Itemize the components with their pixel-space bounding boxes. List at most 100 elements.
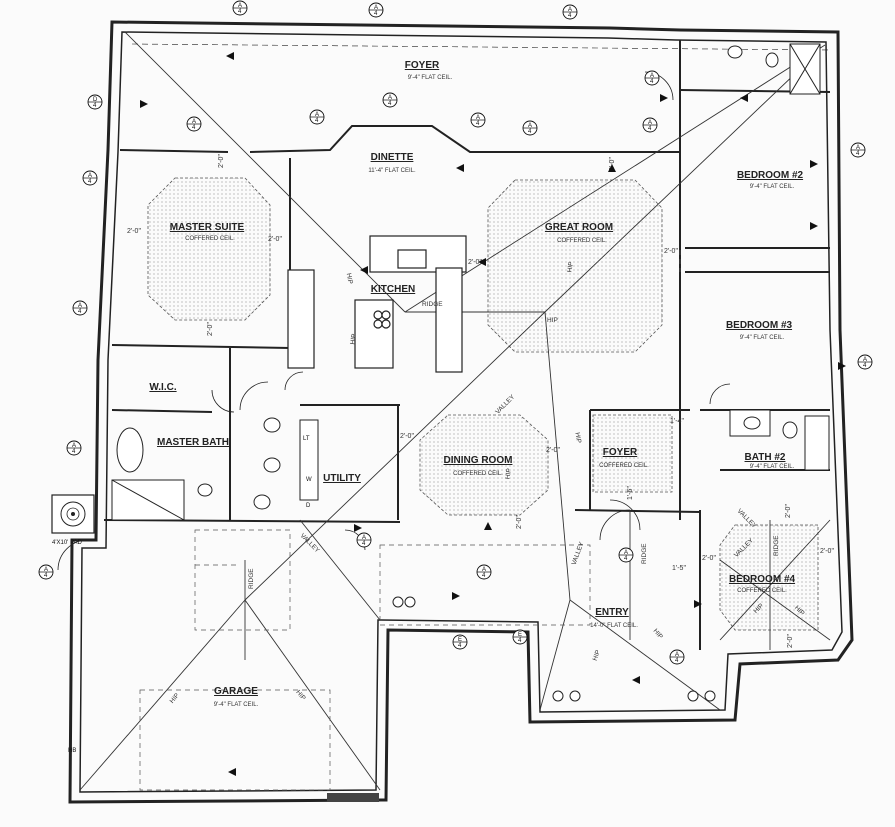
svg-text:4: 4 (568, 13, 572, 19)
svg-text:A: A (78, 303, 82, 309)
dim-bed4-top: 2'-0" (785, 504, 792, 518)
hip-9: HIP (592, 649, 602, 662)
bedroom4-coffer (719, 524, 819, 631)
svg-text:E: E (518, 632, 522, 638)
dim-dining-right: 2'-0" (546, 447, 560, 454)
great-room-ceiling: COFFERED CEIL. (557, 238, 607, 244)
bedroom-2-name: BEDROOM #2 (737, 170, 804, 181)
misc-labels: HB LT W D (68, 436, 312, 754)
dryer-label: D (306, 503, 311, 509)
entry-name: ENTRY (595, 607, 629, 618)
svg-text:4: 4 (458, 643, 462, 649)
master-suite-name: MASTER SUITE (170, 222, 245, 233)
exterior-walls (68, 20, 854, 804)
dinette-ceiling: 11'-4" FLAT CEIL. (368, 168, 416, 174)
svg-text:4: 4 (374, 11, 378, 17)
dim-master-right: 2'-0" (268, 236, 282, 243)
dim-master-bottom: 2'-0" (207, 322, 214, 336)
svg-text:A: A (863, 357, 867, 363)
dining-room-name: DINING ROOM (444, 455, 513, 466)
svg-text:A: A (72, 443, 76, 449)
wic-name: W.I.C. (149, 382, 176, 393)
dim-bed4-bottom: 2'-0" (787, 634, 794, 648)
dim-dining-bottom: 2'-0" (516, 515, 523, 529)
dashed-lines (139, 250, 681, 791)
bath-2-name: BATH #2 (745, 452, 786, 463)
laundry-tub-label: LT (303, 436, 310, 442)
svg-text:4: 4 (648, 126, 652, 132)
svg-text:A: A (88, 173, 92, 179)
svg-text:4: 4 (476, 121, 480, 127)
dim-master-top: 2'-0" (218, 154, 225, 168)
bedroom-3-ceiling: 9'-4" FLAT CEIL. (740, 335, 785, 341)
svg-text:A: A (44, 567, 48, 573)
garage-threshold (327, 793, 379, 802)
dim-great-top: 2'-0" (609, 157, 616, 171)
foyer-mid-name: FOYER (603, 447, 638, 458)
ac-pad: 4'X10' PAD (51, 494, 95, 546)
garage-ceiling: 9'-4" FLAT CEIL. (214, 702, 259, 708)
great-room-coffer (487, 179, 663, 353)
hose-bib-label: HB (68, 748, 76, 754)
kitchen-name: KITCHEN (371, 284, 415, 295)
svg-text:D: D (93, 97, 98, 103)
valley-2: VALLEY (299, 532, 321, 554)
dim-dining-left: 2'-0" (400, 433, 414, 440)
dim-foyer-bottom: 1'-6" (627, 486, 634, 500)
svg-text:4: 4 (362, 541, 366, 547)
svg-text:A: A (650, 73, 654, 79)
dim-entry-side: 1'-5" (672, 565, 686, 572)
hip-10: HIP (652, 628, 664, 641)
hip-8: HIP (294, 689, 306, 702)
hip-3: HIP (566, 261, 575, 273)
svg-text:4: 4 (518, 638, 522, 644)
pad-label: 4'X10' PAD (52, 540, 83, 546)
dining-room-ceiling: COFFERED CEIL. (453, 471, 503, 477)
ridge-1: RIDGE (422, 301, 443, 308)
bath-2-ceiling: 9'-4" FLAT CEIL. (750, 464, 795, 470)
svg-text:4: 4 (72, 449, 76, 455)
dim-great-left: 2'-0" (468, 259, 482, 266)
ridge-2: RIDGE (248, 568, 255, 589)
great-room-name: GREAT ROOM (545, 222, 613, 233)
room-labels: FOYER 9'-4" FLAT CEIL. DINETTE 11'-4" FL… (149, 60, 803, 708)
svg-text:A: A (675, 652, 679, 658)
dim-bed4-right: 2'-0" (820, 548, 834, 555)
master-suite-coffer (147, 177, 271, 321)
section-flags (140, 52, 846, 776)
hip-6: HIP (573, 432, 582, 444)
svg-text:4: 4 (78, 309, 82, 315)
valley-3: VALLEY (571, 540, 586, 566)
svg-text:4: 4 (388, 101, 392, 107)
hip-7: HIP (169, 692, 181, 705)
dim-bed4-left: 2'-0" (702, 555, 716, 562)
coffered-ceilings (147, 177, 819, 631)
svg-text:A: A (476, 115, 480, 121)
svg-text:A: A (528, 123, 532, 129)
dining-room-coffer (419, 414, 549, 516)
bedroom-2-ceiling: 9'-4" FLAT CEIL. (750, 184, 795, 190)
ridge-3: RIDGE (641, 543, 648, 564)
dimension-notes: 2'-0" 2'-0" 2'-0" 2'-0" 2'-0" 2'-0" 2'-0… (127, 154, 834, 648)
svg-text:A: A (374, 5, 378, 11)
svg-text:4: 4 (856, 151, 860, 157)
svg-text:A: A (568, 7, 572, 13)
bedroom-4-name: BEDROOM #4 (729, 574, 796, 585)
svg-text:4: 4 (624, 556, 628, 562)
entry-ceiling: 14'-0" FLAT CEIL. (590, 623, 638, 629)
foyer-coffer (592, 414, 673, 493)
bedroom-3-name: BEDROOM #3 (726, 320, 793, 331)
master-bath-name: MASTER BATH (157, 437, 229, 448)
svg-text:A: A (238, 3, 242, 9)
svg-text:4: 4 (482, 573, 486, 579)
valley-1: VALLEY (494, 393, 516, 415)
bedroom-4-ceiling: COFFERED CEIL. (737, 588, 787, 594)
svg-text:4: 4 (863, 363, 867, 369)
hip-2: HIP (349, 333, 358, 345)
svg-text:4: 4 (88, 179, 92, 185)
svg-text:E: E (458, 637, 462, 643)
svg-text:4: 4 (528, 129, 532, 135)
dim-foyer-right: 1'-4" (670, 418, 684, 425)
svg-text:4: 4 (93, 103, 97, 109)
